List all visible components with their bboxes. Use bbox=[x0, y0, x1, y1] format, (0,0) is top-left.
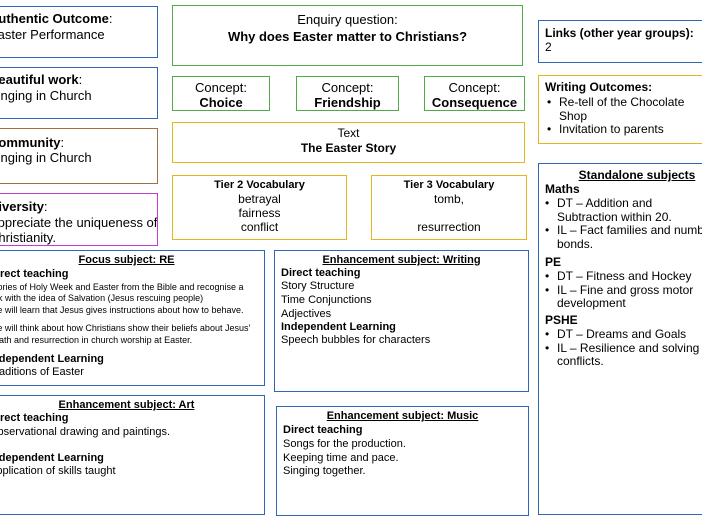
art-box: Enhancement subject: Art Direct teaching… bbox=[0, 395, 265, 515]
text-label: Text bbox=[337, 126, 360, 140]
community-box: Community: Singing in Church bbox=[0, 128, 158, 184]
writing-direct-heading: Direct teaching bbox=[281, 267, 361, 279]
concept-choice-value: Choice bbox=[199, 95, 243, 110]
focus-re-line-2: link with the idea of Salvation (Jesus r… bbox=[0, 293, 204, 303]
enquiry-label: Enquiry question: bbox=[297, 12, 398, 27]
pe-heading: PE bbox=[545, 255, 562, 269]
music-direct-heading: Direct teaching bbox=[283, 424, 363, 436]
writing-independent-text: Speech bubbles for characters bbox=[281, 334, 431, 346]
tier2-vocabulary-box: Tier 2 Vocabulary betrayal fairness conf… bbox=[172, 175, 347, 240]
diversity-colon: : bbox=[43, 199, 48, 214]
maths-item: DT – Addition and Subtraction within 20. bbox=[543, 196, 702, 224]
concept-consequence-label: Concept: bbox=[448, 80, 501, 95]
standalone-title: Standalone subjects bbox=[578, 168, 696, 182]
writing-box: Enhancement subject: Writing Direct teac… bbox=[274, 250, 529, 392]
tier2-word-fairness: fairness bbox=[238, 206, 281, 220]
authentic-outcome-box: Authentic Outcome: Easter Performance bbox=[0, 6, 158, 58]
diversity-line-2: Christianity. bbox=[0, 230, 56, 245]
links-box: Links (other year groups): 2 bbox=[538, 20, 702, 63]
links-value: 2 bbox=[545, 40, 552, 54]
maths-list: DT – Addition and Subtraction within 20.… bbox=[543, 196, 702, 251]
writing-item-story-structure: Story Structure bbox=[281, 280, 355, 292]
diversity-line-1: Appreciate the uniqueness of bbox=[0, 215, 158, 230]
diversity-heading: Diversity bbox=[0, 199, 44, 214]
authentic-outcome-text: Easter Performance bbox=[0, 27, 105, 42]
focus-re-line-1: Stories of Holy Week and Easter from the… bbox=[0, 282, 244, 292]
writing-independent-heading: Independent Learning bbox=[281, 321, 396, 333]
art-title: Enhancement subject: Art bbox=[58, 399, 195, 411]
tier2-word-conflict: conflict bbox=[240, 220, 279, 234]
writing-outcome-item: Re-tell of the Chocolate Shop bbox=[545, 95, 702, 123]
tier2-heading: Tier 2 Vocabulary bbox=[214, 179, 305, 191]
standalone-subjects-box: Standalone subjects Maths DT – Addition … bbox=[538, 163, 702, 515]
focus-re-independent-heading: Independent Learning bbox=[0, 353, 104, 365]
pshe-list: DT – Dreams and Goals IL – Resilience an… bbox=[543, 327, 702, 369]
concept-choice-box: Concept: Choice bbox=[172, 76, 270, 111]
tier3-word-resurrection: resurrection bbox=[417, 220, 481, 234]
beautiful-work-heading: Beautiful work bbox=[0, 72, 79, 87]
art-direct-heading: Direct teaching bbox=[0, 412, 69, 424]
pe-list: DT – Fitness and Hockey IL – Fine and gr… bbox=[543, 269, 702, 311]
text-box: Text The Easter Story bbox=[172, 122, 525, 163]
community-heading: Community bbox=[0, 135, 61, 150]
writing-item-time-conjunctions: Time Conjunctions bbox=[281, 294, 372, 306]
concept-friendship-value: Friendship bbox=[314, 95, 381, 110]
text-title: The Easter Story bbox=[300, 141, 397, 155]
pshe-heading: PSHE bbox=[545, 313, 578, 327]
enquiry-question: Why does Easter matter to Christians? bbox=[227, 29, 468, 44]
authentic-outcome-heading: Authentic Outcome bbox=[0, 11, 109, 26]
writing-outcomes-list: Re-tell of the Chocolate Shop Invitation… bbox=[545, 95, 702, 137]
focus-re-line-3: We will learn that Jesus gives instructi… bbox=[0, 305, 244, 315]
concept-consequence-value: Consequence bbox=[431, 95, 518, 110]
tier3-vocabulary-box: Tier 3 Vocabulary tomb, resurrection bbox=[371, 175, 527, 240]
writing-outcomes-heading: Writing Outcomes: bbox=[545, 80, 653, 94]
writing-item-adjectives: Adjectives bbox=[281, 308, 332, 320]
maths-heading: Maths bbox=[545, 182, 580, 196]
tier3-word-tomb: tomb, bbox=[433, 192, 464, 206]
art-independent-heading: Independent Learning bbox=[0, 452, 104, 464]
music-title: Enhancement subject: Music bbox=[326, 410, 479, 422]
music-box: Enhancement subject: Music Direct teachi… bbox=[276, 406, 529, 516]
concept-choice-label: Concept: bbox=[194, 80, 248, 95]
art-independent-text: Application of skills taught bbox=[0, 465, 116, 477]
writing-outcomes-box: Writing Outcomes: Re-tell of the Chocola… bbox=[538, 75, 702, 144]
writing-outcome-item: Invitation to parents bbox=[545, 122, 702, 137]
authentic-outcome-colon: : bbox=[108, 11, 113, 26]
pshe-item: IL – Resilience and solving conflicts. bbox=[543, 341, 702, 369]
concept-friendship-label: Concept: bbox=[321, 80, 374, 95]
links-heading: Links (other year groups): bbox=[545, 26, 694, 40]
art-direct-text: Observational drawing and paintings. bbox=[0, 426, 171, 438]
focus-re-title: Focus subject: RE bbox=[78, 254, 175, 266]
music-item-singing: Singing together. bbox=[283, 465, 366, 477]
tier3-heading: Tier 3 Vocabulary bbox=[403, 179, 495, 191]
focus-re-independent-text: Traditions of Easter bbox=[0, 366, 84, 378]
concept-friendship-box: Concept: Friendship bbox=[296, 76, 399, 111]
music-item-songs: Songs for the production. bbox=[283, 438, 406, 450]
focus-re-line-5: death and resurrection in church worship… bbox=[0, 335, 193, 345]
enquiry-question-box: Enquiry question: Why does Easter matter… bbox=[172, 5, 523, 66]
community-colon: : bbox=[60, 135, 65, 150]
writing-title: Enhancement subject: Writing bbox=[322, 254, 481, 266]
focus-re-direct-heading: Direct teaching bbox=[0, 268, 69, 280]
beautiful-work-box: Beautiful work: Singing in Church bbox=[0, 67, 158, 119]
focus-re-box: Focus subject: RE Direct teaching Storie… bbox=[0, 250, 265, 386]
pe-item: DT – Fitness and Hockey bbox=[543, 269, 702, 284]
community-text: Singing in Church bbox=[0, 150, 92, 165]
beautiful-work-text: Singing in Church bbox=[0, 88, 92, 103]
focus-re-line-4: We will think about how Christians show … bbox=[0, 323, 251, 333]
maths-item: IL – Fact families and number bonds. bbox=[543, 223, 702, 251]
pe-item: IL – Fine and gross motor development bbox=[543, 283, 702, 311]
diversity-box: Diversity: Appreciate the uniqueness of … bbox=[0, 193, 158, 246]
tier2-word-betrayal: betrayal bbox=[238, 192, 281, 206]
beautiful-work-colon: : bbox=[78, 72, 83, 87]
concept-consequence-box: Concept: Consequence bbox=[424, 76, 525, 111]
pshe-item: DT – Dreams and Goals bbox=[543, 327, 702, 342]
music-item-time-pace: Keeping time and pace. bbox=[283, 452, 399, 464]
